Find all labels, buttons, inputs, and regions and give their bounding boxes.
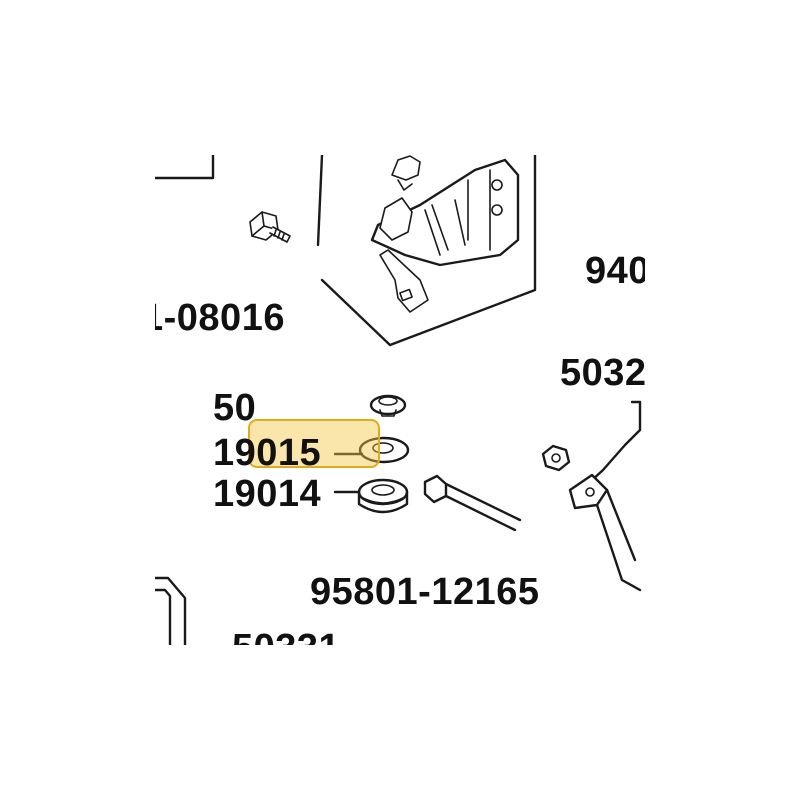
housing-corner-top-left [155,155,215,180]
part-label-19014: 19014 [213,473,321,515]
bracket-assembly-top [316,155,537,347]
part-label-5032: 5032 [560,352,647,394]
part-label-50331: 50331 [232,627,340,669]
panel-bottom-left [155,576,187,645]
part-label-19015[interactable]: 19015 [213,432,321,474]
long-bolt [423,474,522,532]
bolt-top-left [249,211,291,243]
part-label-940: 940 [585,250,650,292]
part-label-95801-12165: 95801-12165 [310,571,540,613]
nut-right [541,444,571,472]
washer-stack [357,394,410,514]
highlight-box[interactable] [248,419,380,468]
part-label-50: 50 [213,387,256,429]
part-label-08016: 1-08016 [142,297,285,339]
bracket-right [568,400,642,592]
